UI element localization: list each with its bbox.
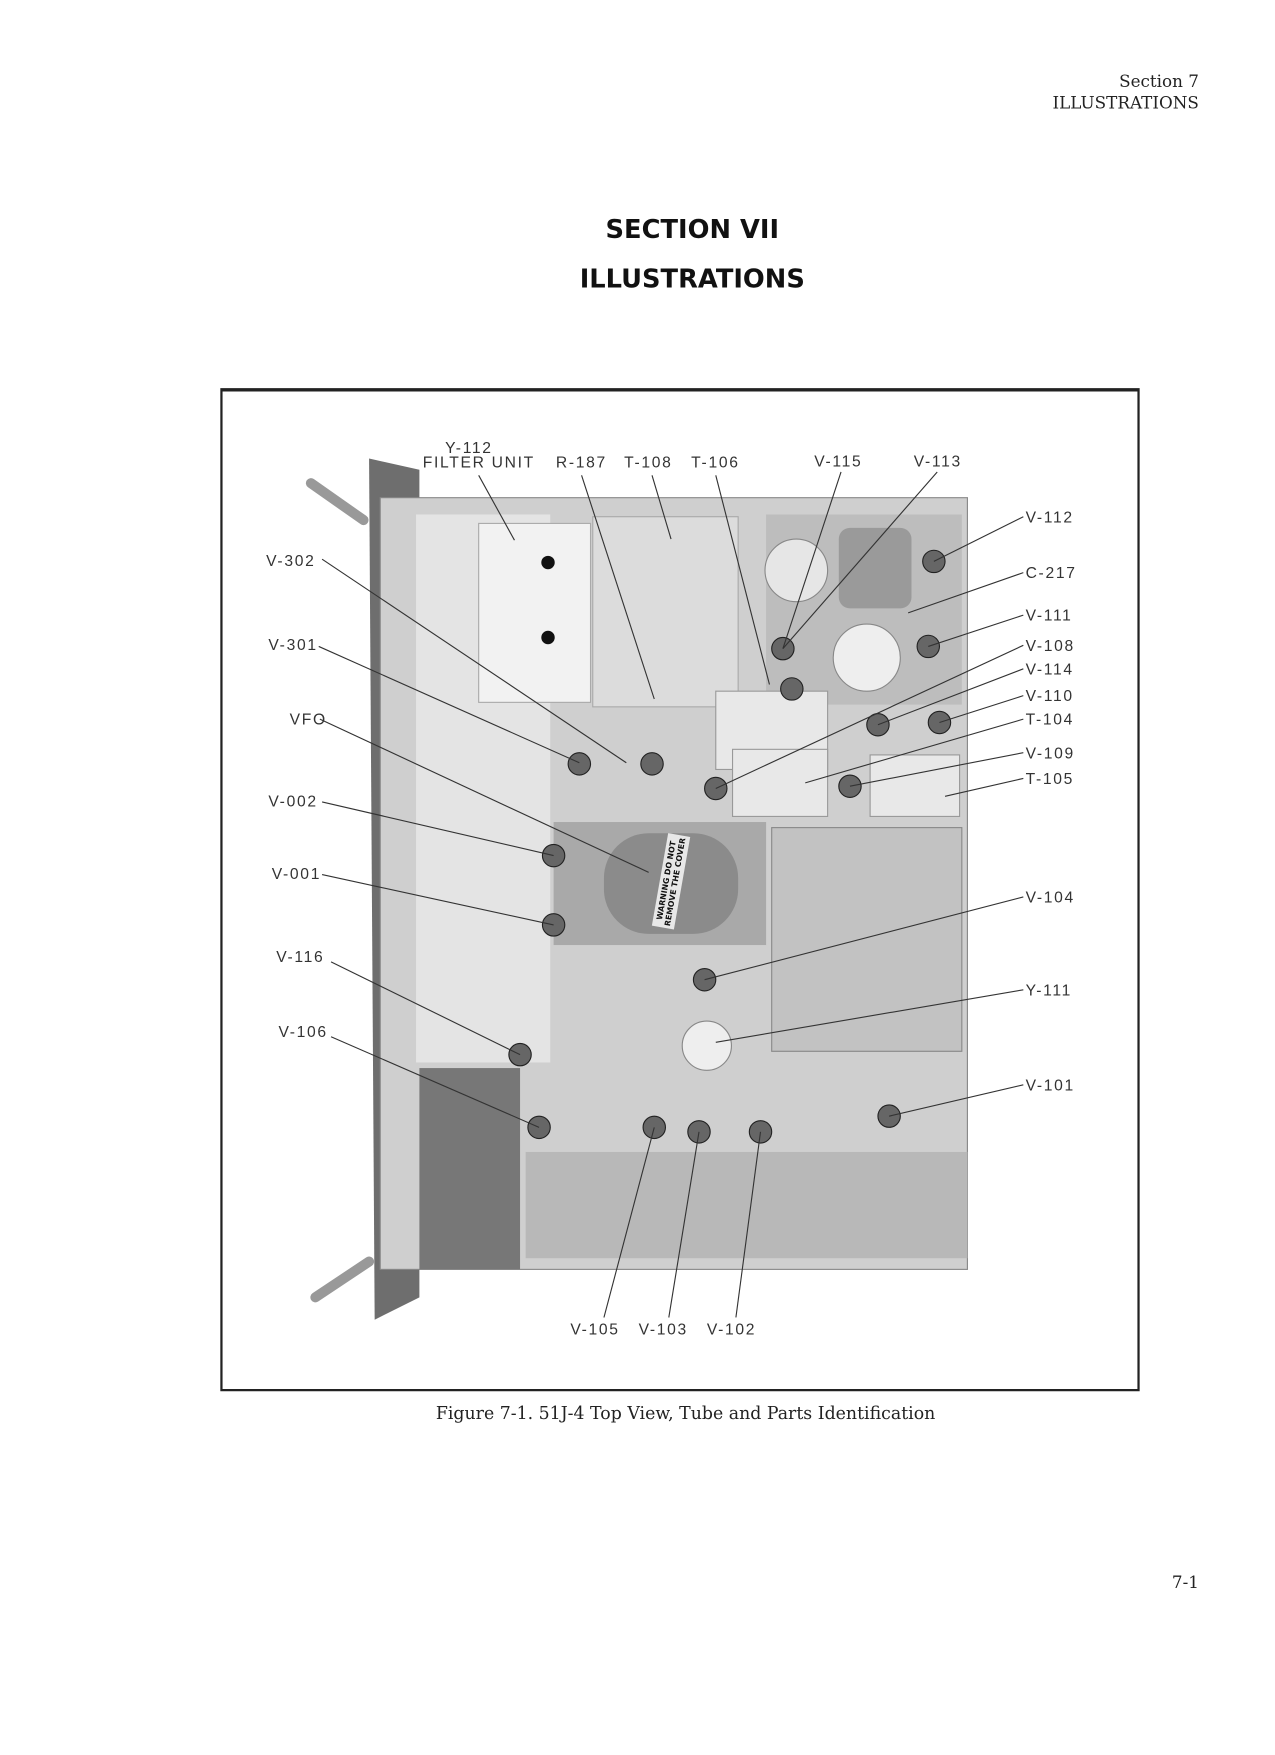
callout-label: V-301	[268, 635, 318, 654]
callout-label: V-104	[1025, 888, 1075, 906]
leader-line	[321, 801, 554, 857]
leader-line	[715, 644, 1024, 789]
running-header: Section 7 ILLUSTRATIONS	[1053, 72, 1199, 114]
callout-label: V-114	[1025, 659, 1074, 678]
leader-line	[318, 645, 580, 764]
leader-line	[668, 1131, 700, 1318]
callout-label: Y-112	[445, 438, 493, 457]
bottom-rail	[525, 1151, 968, 1259]
capacitor-c217	[832, 623, 901, 692]
leader-line	[933, 516, 1024, 562]
leader-line	[321, 558, 627, 764]
page-number: 7-1	[1171, 1572, 1199, 1593]
figure-frame	[220, 388, 1140, 1392]
leader-line	[782, 471, 842, 649]
callout-label: T-104	[1025, 710, 1075, 729]
callout-label: C-217	[1025, 563, 1077, 582]
filter-hole	[541, 555, 555, 570]
leader-line	[330, 961, 521, 1056]
tube-v115	[764, 538, 829, 603]
callout-label: Y-111	[1025, 980, 1072, 999]
leader-line	[907, 572, 1024, 614]
callout-label: V-102	[706, 1319, 757, 1338]
callout-label: T-106	[691, 452, 740, 471]
callout-label: V-110	[1025, 686, 1074, 705]
callout-label: V-302	[266, 551, 316, 570]
callout-label: V-106	[278, 1022, 328, 1041]
leader-line	[735, 1131, 762, 1318]
callout-label: V-116	[276, 947, 325, 966]
power-area	[419, 1068, 521, 1270]
transformer-can	[869, 754, 961, 817]
callout-label: V-111	[1025, 606, 1073, 625]
callout-label: V-112	[1025, 507, 1074, 526]
leader-line	[478, 475, 515, 541]
callout-label: V-113	[913, 451, 962, 470]
tube-socket	[541, 843, 566, 868]
figure-caption: Figure 7-1. 51J-4 Top View, Tube and Par…	[435, 1403, 936, 1424]
transformer-can	[731, 748, 829, 817]
leader-line	[704, 896, 1024, 981]
leader-line	[944, 777, 1024, 797]
callout-label: V-105	[570, 1319, 620, 1338]
leader-line	[889, 1084, 1024, 1117]
callout-label: V-002	[268, 791, 318, 810]
leader-line	[805, 718, 1024, 784]
header-section: Section 7	[1119, 71, 1199, 92]
callout-label: R-187	[555, 452, 607, 471]
filter-unit	[478, 522, 592, 703]
leader-line	[651, 475, 672, 540]
callout-label: V-001	[271, 864, 322, 883]
handle-top	[305, 478, 369, 526]
leader-line	[849, 752, 1024, 787]
leader-line	[877, 668, 1024, 726]
tube-socket	[642, 1115, 667, 1140]
tube-v113	[838, 527, 912, 609]
t108-can	[592, 516, 739, 708]
section-title: SECTION VII	[605, 215, 780, 245]
leader-line	[321, 874, 554, 926]
callout-label: V-109	[1025, 743, 1075, 762]
leader-line	[928, 614, 1024, 647]
section-subtitle: ILLUSTRATIONS	[579, 265, 805, 295]
tube-socket	[640, 752, 664, 776]
header-subtitle: ILLUSTRATIONS	[1052, 92, 1199, 113]
tube-socket	[567, 752, 592, 776]
leader-line	[330, 1036, 540, 1128]
leader-line	[319, 718, 649, 873]
crystal-y111	[681, 1020, 732, 1071]
leader-line	[715, 989, 1024, 1043]
leader-line	[581, 475, 655, 700]
leader-line	[603, 1127, 655, 1318]
callout-label: VFO	[289, 710, 327, 729]
leader-line	[782, 471, 938, 650]
leader-line	[715, 475, 771, 685]
leader-line	[939, 695, 1024, 724]
callout-label: V-101	[1025, 1075, 1075, 1094]
callout-label: V-115	[814, 451, 863, 470]
callout-label: T-108	[624, 452, 673, 471]
filter-hole	[541, 630, 555, 645]
callout-label: FILTER UNIT	[422, 452, 535, 471]
callout-label: T-105	[1025, 769, 1075, 788]
rf-section	[771, 827, 963, 1052]
tube-socket	[541, 913, 566, 937]
tube-socket	[780, 677, 804, 701]
callout-label: V-103	[638, 1319, 688, 1338]
handle-bottom	[310, 1256, 375, 1303]
callout-label: V-108	[1025, 636, 1075, 655]
